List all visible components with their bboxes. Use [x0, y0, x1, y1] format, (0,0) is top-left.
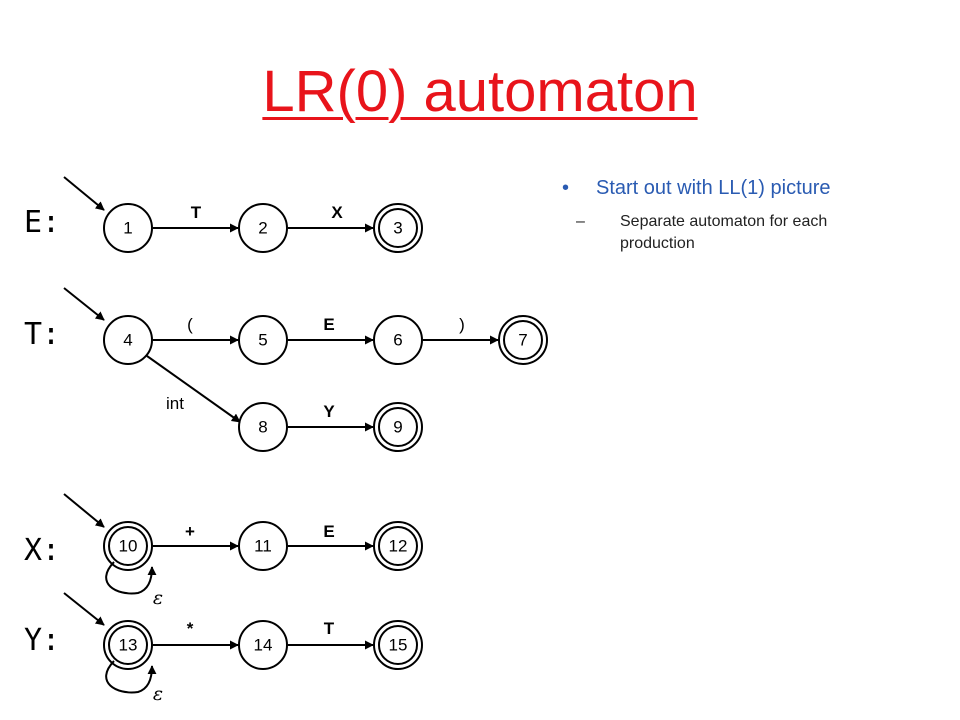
state-label: 4 [123, 331, 132, 350]
start-arrow [63, 176, 105, 211]
start-arrow [63, 493, 105, 528]
state-label: 7 [518, 331, 527, 350]
edge-label: ( [187, 315, 193, 334]
dash-marker: – [576, 213, 585, 230]
epsilon-label: ε [153, 587, 163, 609]
state-label: 9 [393, 418, 402, 437]
edge-label: Y [323, 402, 335, 421]
accepting-state-ring [378, 407, 418, 447]
state-node [373, 315, 423, 365]
state-node [238, 315, 288, 365]
epsilon-self-loop [105, 561, 157, 595]
state-label: 15 [389, 636, 408, 655]
state-label: 2 [258, 219, 267, 238]
edge-label: * [187, 619, 194, 638]
epsilon-label: ε [153, 683, 163, 705]
state-label: 10 [119, 537, 138, 556]
accepting-state-node [373, 620, 423, 670]
accepting-state-ring [108, 625, 148, 665]
edge-label: int [166, 394, 184, 413]
state-node [238, 521, 288, 571]
page-title: LR(0) automaton [262, 59, 698, 124]
start-arrow [63, 592, 105, 626]
production-label-y: Y: [24, 623, 60, 658]
state-label: 8 [258, 418, 267, 437]
edge-label: X [331, 203, 343, 222]
accepting-state-node [103, 620, 153, 670]
accepting-state-ring [503, 320, 543, 360]
state-label: 12 [389, 537, 408, 556]
state-node [103, 315, 153, 365]
edge-label: E [323, 522, 334, 541]
epsilon-self-loop [105, 660, 157, 694]
sub-bullet-item: – Separate automaton for each production [576, 211, 882, 254]
transition-edge [146, 355, 241, 423]
edge-label: T [324, 619, 335, 638]
state-label: 11 [254, 537, 272, 556]
state-node [238, 203, 288, 253]
accepting-state-node [498, 315, 548, 365]
accepting-state-ring [378, 625, 418, 665]
state-label: 1 [123, 219, 132, 238]
bullet-list: Start out with LL(1) picture – Separate … [562, 176, 882, 254]
edge-label: E [323, 315, 334, 334]
sub-bullet-text: Separate automaton for each production [620, 213, 828, 252]
accepting-state-ring [108, 526, 148, 566]
state-label: 5 [258, 331, 267, 350]
bullet-text: Start out with LL(1) picture [596, 177, 831, 199]
state-label: 14 [254, 636, 273, 655]
start-arrow [63, 287, 105, 321]
edge-label: ) [459, 315, 465, 334]
state-node [238, 402, 288, 452]
accepting-state-ring [378, 208, 418, 248]
edge-label: + [185, 522, 195, 541]
state-label: 13 [119, 636, 138, 655]
accepting-state-node [103, 521, 153, 571]
production-label-x: X: [24, 533, 60, 568]
accepting-state-node [373, 203, 423, 253]
accepting-state-node [373, 402, 423, 452]
accepting-state-node [373, 521, 423, 571]
state-label: 6 [393, 331, 402, 350]
edge-label: T [191, 203, 202, 222]
production-label-e: E: [24, 205, 60, 240]
accepting-state-ring [378, 526, 418, 566]
state-node [238, 620, 288, 670]
bullet-item: Start out with LL(1) picture [562, 176, 882, 201]
production-label-t: T: [24, 317, 60, 352]
state-label: 3 [393, 219, 402, 238]
state-node [103, 203, 153, 253]
